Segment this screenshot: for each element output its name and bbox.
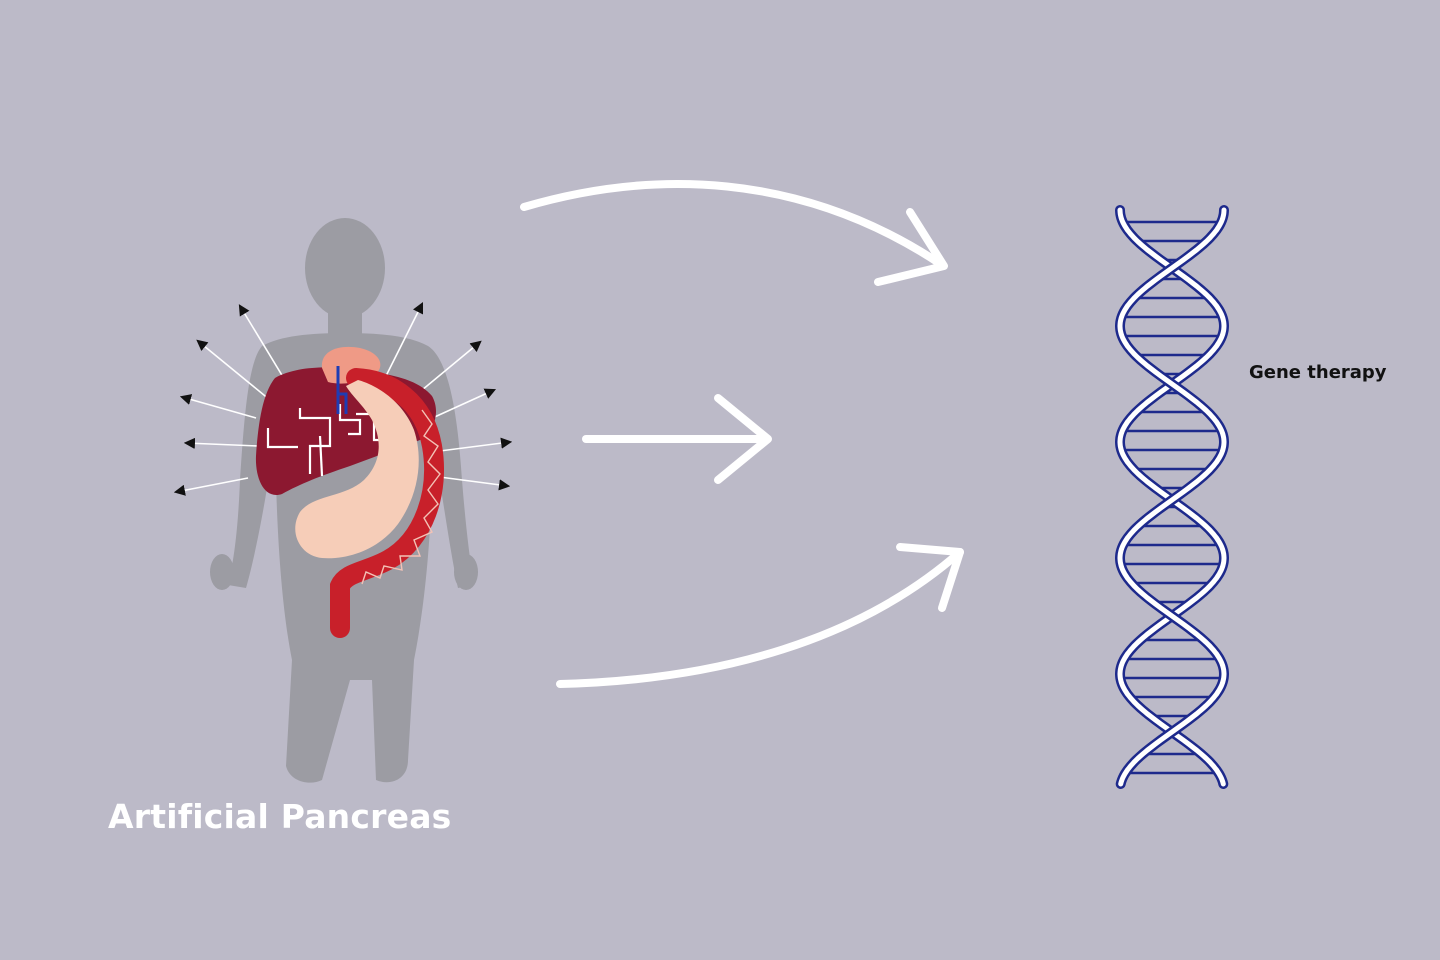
blood-vessel-icon (330, 368, 445, 638)
radiating-arrow (173, 477, 249, 496)
artificial-pancreas-label: Artificial Pancreas (108, 797, 452, 836)
arrow-curved-upper-icon (520, 180, 948, 286)
radiating-arrow (431, 475, 511, 491)
radiating-arrow (196, 339, 271, 401)
insulin-device-icon (336, 366, 348, 414)
radiating-arrow (183, 437, 259, 449)
radiating-arrow (427, 388, 497, 421)
radiating-arrow (179, 394, 257, 419)
arrow-right-icon (582, 394, 772, 484)
dna-helix-icon (1114, 205, 1230, 789)
circuit-lines (266, 404, 388, 477)
radiating-arrow (379, 301, 424, 389)
gene-therapy-label: Gene therapy (1249, 362, 1387, 383)
arrow-curved-lower-icon (556, 543, 964, 688)
radiating-arrows (173, 301, 513, 496)
stomach-organ-icon (295, 380, 419, 559)
dna-strand-front (1117, 207, 1227, 787)
vessel-pattern (361, 409, 441, 585)
radiating-arrow (431, 437, 513, 453)
